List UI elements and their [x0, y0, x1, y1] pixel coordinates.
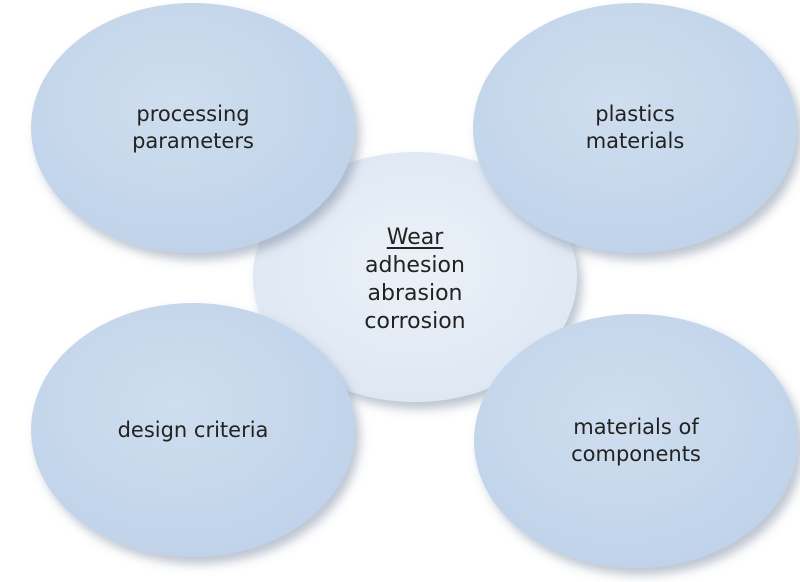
node-label-line: plastics [595, 102, 675, 126]
node-label-line: parameters [132, 129, 254, 153]
node-label-line: components [571, 442, 701, 466]
center-item: corrosion [364, 309, 466, 334]
top-right-ellipse [473, 3, 797, 253]
node-design-criteria: design criteria [73, 410, 313, 450]
bottom-left-ellipse [31, 303, 355, 557]
node-label-line: processing [136, 102, 250, 126]
center-item: adhesion [365, 253, 465, 278]
bottom-right-ellipse [474, 314, 798, 568]
node-plastics-materials: plastics materials [525, 88, 745, 168]
center-title: Wear [386, 225, 444, 250]
top-left-ellipse [31, 3, 355, 253]
node-processing-parameters: processing parameters [83, 88, 303, 168]
node-label-line: materials [585, 129, 685, 153]
node-label-line: design criteria [117, 417, 269, 442]
center-item: abrasion [367, 281, 463, 306]
center-ellipse [253, 152, 577, 402]
node-label-line: materials of [573, 415, 699, 439]
node-materials-of-components: materials of components [526, 401, 746, 481]
node-wear: Wear adhesion abrasion corrosion [305, 220, 525, 340]
